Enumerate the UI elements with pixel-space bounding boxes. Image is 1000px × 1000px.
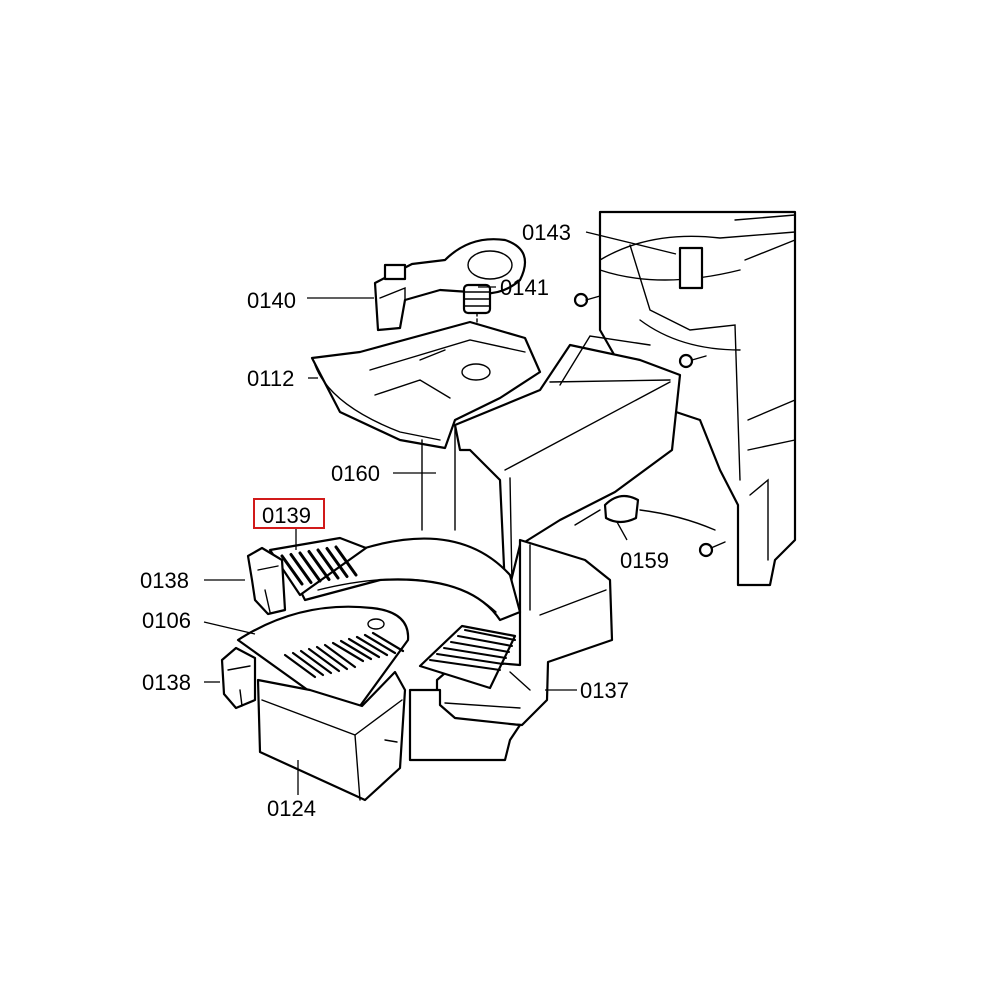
callout-0106: 0106 [142,608,191,633]
slot [299,649,333,675]
slot [280,554,304,586]
slot [283,653,317,679]
part-0124-drawer [256,670,407,802]
slot [334,545,358,577]
slot [429,659,501,671]
slot [289,553,313,584]
callouts: 0143 0141 0140 0112 0160 0139 0159 0138 … [140,220,669,821]
callout-0138-upper: 0138 [140,568,189,593]
slot [315,645,349,671]
part-0106-drawer-cover [236,605,410,708]
screw [573,292,601,308]
callout-0159: 0159 [620,548,669,573]
slot [450,641,510,653]
slot [291,651,325,677]
slot [307,550,331,581]
slot [307,647,341,673]
callout-0139-highlight-box [253,498,325,529]
part-0112-tray-cover [310,320,542,450]
slot [363,633,397,655]
slot [457,635,513,647]
slot [355,635,389,657]
screw [678,353,707,369]
part-0159-nozzle [574,494,716,531]
slot [443,647,507,659]
part-0160-container [421,335,682,590]
slot [347,637,381,659]
callout-0138-lower: 0138 [142,670,191,695]
part-0138-clip-lower [220,646,257,710]
callout-0139: 0139 [262,503,311,528]
part-0138-clip-upper [246,546,287,616]
callout-0141: 0141 [500,275,549,300]
leader-lines [203,231,677,795]
right-grid-panel [418,624,517,690]
screw [698,541,726,558]
callout-0137: 0137 [580,678,629,703]
part-0139-grate [268,536,368,597]
slot [436,653,504,665]
slot [331,641,365,663]
callout-0140: 0140 [247,288,296,313]
callout-0124: 0124 [267,796,316,821]
slot [464,629,516,641]
slot [323,643,357,669]
callout-0143: 0143 [522,220,571,245]
slot [371,631,405,653]
callout-0112: 0112 [247,366,294,391]
callout-0160: 0160 [331,461,380,486]
slot [298,551,322,583]
slot [325,547,349,578]
slot [339,639,373,661]
slot [316,548,340,580]
